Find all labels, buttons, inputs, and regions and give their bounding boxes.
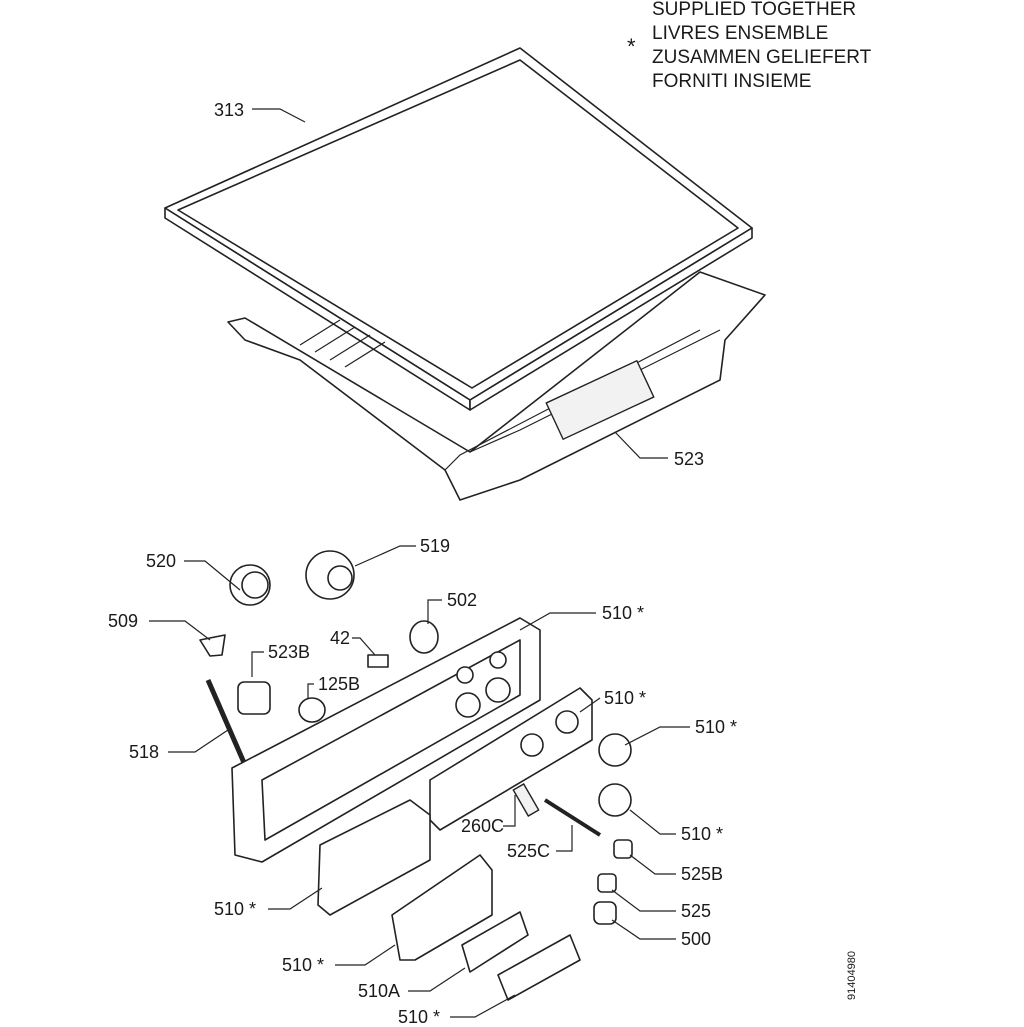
part-label-518: 518	[129, 742, 160, 762]
rod-518	[205, 679, 248, 766]
handle-510	[497, 934, 581, 1001]
leader-lines	[149, 108, 690, 1018]
document-number: 91404980	[846, 951, 858, 1000]
legend-line: LIVRES ENSEMBLE	[652, 23, 829, 44]
part-label-510: 510 *	[398, 1007, 441, 1027]
lamp-holder-523b	[237, 681, 271, 715]
panel-plate-510	[429, 687, 593, 831]
part-label-509: 509	[108, 611, 139, 631]
part-label-125b: 125B	[318, 674, 361, 694]
part-label-510: 510 *	[604, 688, 647, 708]
legend-line: ZUSAMMEN GELIEFERT	[652, 47, 872, 68]
part-label-510: 510 *	[602, 603, 645, 623]
part-label-260c: 260C	[461, 816, 505, 836]
legend-line: FORNITI INSIEME	[652, 71, 812, 92]
part-label-525c: 525C	[507, 841, 551, 861]
control-panel-frame-523	[227, 271, 766, 501]
knob-510-lower	[598, 783, 632, 817]
part-label-525b: 525B	[681, 864, 724, 884]
shaft-525b	[613, 839, 633, 859]
switch-42	[367, 654, 389, 668]
part-label-500: 500	[681, 929, 712, 949]
part-label-510: 510 *	[214, 899, 257, 919]
part-label-510: 510 *	[695, 717, 738, 737]
lamp-125b	[298, 697, 326, 723]
control-panel-510	[231, 617, 541, 863]
knob-510-top	[598, 733, 632, 767]
selector-519	[305, 550, 355, 600]
knob-500	[593, 901, 617, 925]
part-label-313: 313	[214, 100, 245, 120]
part-label-510a: 510A	[358, 981, 401, 1001]
spring-260c	[512, 783, 540, 817]
part-label-525: 525	[681, 901, 712, 921]
part-label-510: 510 *	[681, 824, 724, 844]
top-cover-313	[164, 47, 753, 411]
legend: SUPPLIED TOGETHER LIVRES ENSEMBLE ZUSAMM…	[652, 0, 871, 94]
flap-510a	[461, 911, 529, 973]
dispenser-cover-510	[391, 854, 493, 961]
lever-509	[199, 634, 226, 657]
shaft-525c	[543, 798, 602, 837]
knob-502	[409, 620, 439, 654]
part-label-502: 502	[447, 590, 478, 610]
dispenser-front-510	[317, 799, 431, 916]
part-label-520: 520	[146, 551, 177, 571]
part-label-523b: 523B	[268, 642, 311, 662]
part-label-523: 523	[674, 449, 705, 469]
selector-520	[229, 564, 271, 606]
part-label-519: 519	[420, 536, 451, 556]
shaft-525	[597, 873, 617, 893]
part-label-510: 510 *	[282, 955, 325, 975]
legend-line: SUPPLIED TOGETHER	[652, 0, 857, 20]
legend-asterisk: *	[627, 34, 636, 59]
part-label-42: 42	[330, 628, 351, 648]
